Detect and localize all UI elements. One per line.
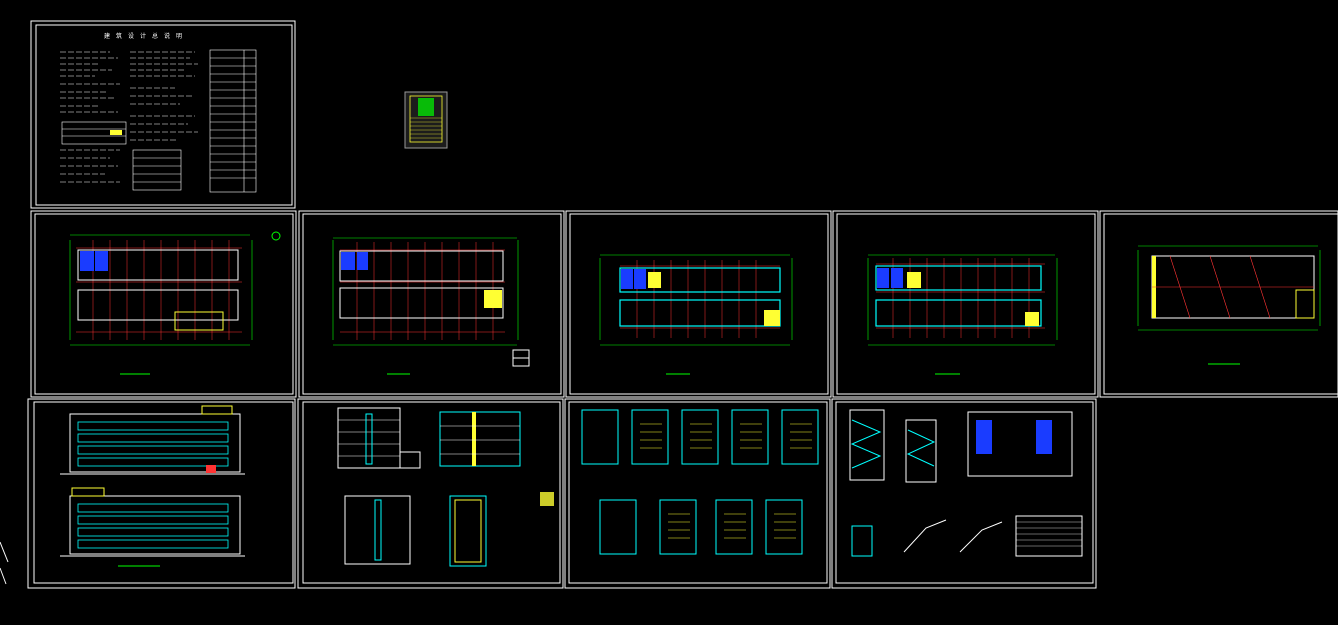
stair-details bbox=[581, 409, 819, 555]
sheet-frame-stair-details[interactable] bbox=[564, 398, 831, 589]
floor-plan-3 bbox=[599, 254, 793, 375]
ucs-icon bbox=[0, 541, 9, 585]
sheet-frame-plan-3[interactable] bbox=[565, 210, 832, 398]
sheet-frame-elevations[interactable] bbox=[27, 398, 296, 589]
floor-plan-1 bbox=[69, 231, 281, 375]
roof-plan bbox=[1137, 245, 1321, 365]
sheet-frame-sections[interactable] bbox=[297, 398, 564, 589]
node-details bbox=[849, 409, 1083, 557]
drawing-index-table[interactable] bbox=[404, 91, 448, 149]
sheet-frame-plan-2[interactable] bbox=[298, 210, 565, 398]
sheet-frame-plan-4[interactable] bbox=[832, 210, 1099, 398]
sheet-frame-node-details[interactable] bbox=[831, 398, 1097, 589]
cover-text-blocks bbox=[60, 49, 257, 193]
cover-sheet-title: 建筑设计总说明 bbox=[104, 32, 188, 40]
floor-plan-2 bbox=[332, 237, 530, 375]
sheet-frame-plan-1[interactable] bbox=[30, 210, 297, 398]
sheet-frame-cover[interactable] bbox=[30, 20, 296, 209]
section-drawings bbox=[337, 407, 554, 567]
floor-plan-4 bbox=[867, 254, 1058, 375]
elevation-drawings bbox=[60, 405, 245, 567]
sheet-frame-roof-plan[interactable] bbox=[1099, 210, 1338, 398]
